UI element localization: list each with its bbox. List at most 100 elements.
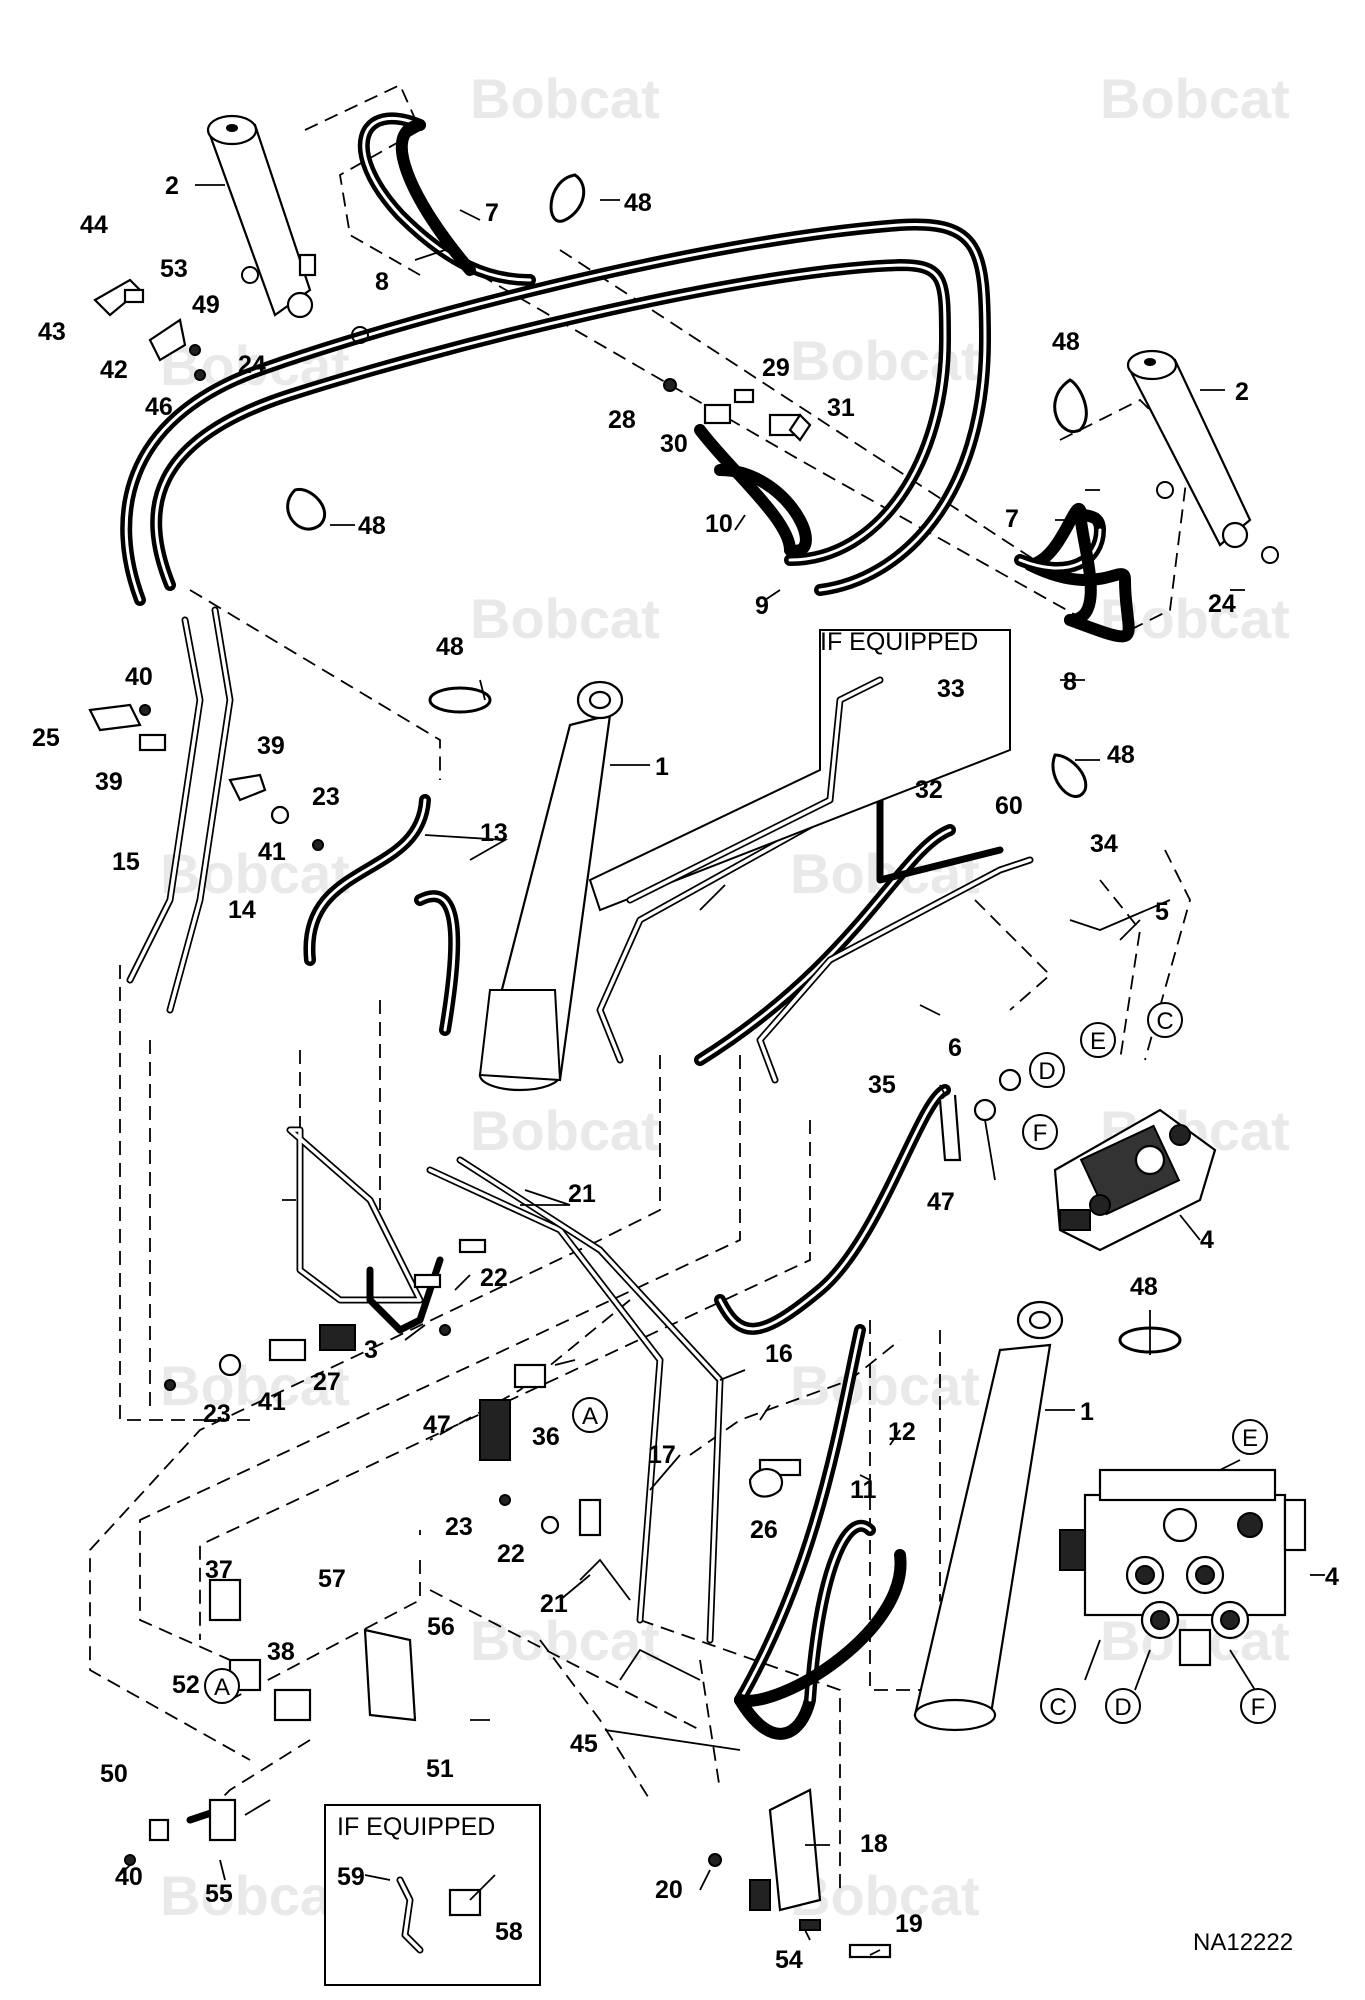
part-label: 24 (238, 351, 266, 379)
part-label: 28 (608, 406, 636, 434)
part-label: 21 (568, 1180, 596, 1208)
hardware (88, 266, 1279, 1959)
part-label: 4 (1325, 1563, 1339, 1591)
callout-F-upper: F (1022, 1114, 1058, 1150)
callout-A-upper: A (572, 1397, 608, 1433)
part-label: 10 (705, 510, 733, 538)
part-label: 60 (995, 792, 1023, 820)
cylinder-2-left (206, 114, 317, 319)
cylinder-2-right (1126, 349, 1252, 549)
part-label: 49 (192, 291, 220, 319)
if-equipped-box-bottom: IF EQUIPPED (324, 1804, 541, 1986)
watermark-text: Bobcat (790, 1864, 980, 1927)
svg-text:F: F (1251, 1694, 1266, 1721)
tubes (126, 606, 1034, 1834)
part-label: 19 (895, 1910, 923, 1938)
watermark-text: Bobcat (470, 1099, 660, 1162)
part-label: 48 (1107, 741, 1135, 769)
part-label: 18 (860, 1830, 888, 1858)
part-label: 22 (497, 1540, 525, 1568)
part-label: 1 (1080, 1398, 1094, 1426)
part-label: 40 (115, 1863, 143, 1891)
svg-text:E: E (1242, 1425, 1258, 1452)
watermark-text: Bobcat (470, 67, 660, 130)
part-label: 26 (750, 1516, 778, 1544)
if-equipped-title: IF EQUIPPED (337, 1813, 495, 1841)
hoses (120, 112, 1135, 1740)
part-label: 59 (337, 1863, 365, 1891)
part-label: 41 (258, 838, 286, 866)
tie-straps (286, 173, 1182, 1354)
part-label: 46 (145, 393, 173, 421)
watermark-text: Bobcat (470, 1609, 660, 1672)
part-label: 25 (32, 724, 60, 752)
part-label: 7 (485, 199, 499, 227)
part-label: 36 (532, 1423, 560, 1451)
part-label: 33 (937, 675, 965, 703)
callout-C-lower: C (1040, 1688, 1076, 1724)
watermark-text: Bobcat (160, 842, 350, 905)
part-label: 47 (927, 1188, 955, 1216)
part-label: 53 (160, 255, 188, 283)
watermark-text: Bobcat (160, 1864, 350, 1927)
svg-text:D: D (1038, 1058, 1055, 1085)
watermark-text: Bobcat (160, 1354, 350, 1417)
part-label: 4 (1200, 1226, 1214, 1254)
part-label: 24 (1208, 590, 1236, 618)
part-label: 14 (228, 896, 256, 924)
part-label: 48 (1052, 328, 1080, 356)
part-label: 55 (205, 1880, 233, 1908)
part-label: 58 (495, 1918, 523, 1946)
part-label: 29 (762, 354, 790, 382)
part-label: 13 (480, 819, 508, 847)
leader-lines (119, 184, 1325, 1956)
part-label: 2 (165, 172, 179, 200)
svg-text:A: A (582, 1403, 598, 1430)
part-label: 8 (375, 268, 389, 296)
part-label: 51 (426, 1755, 454, 1783)
watermark-text: Bobcat (790, 329, 980, 392)
part-label: 1 (655, 753, 669, 781)
part-label: 20 (655, 1876, 683, 1904)
part-label: 31 (827, 394, 855, 422)
svg-text:E: E (1090, 1028, 1106, 1055)
part-label: 5 (1155, 898, 1169, 926)
callout-C-upper: C (1147, 1002, 1183, 1038)
part-label: 8 (1063, 668, 1077, 696)
callout-F-lower: F (1240, 1688, 1276, 1724)
part-label: 50 (100, 1760, 128, 1788)
part-label: 27 (313, 1368, 341, 1396)
if-equipped-box-top: IF EQUIPPED (588, 628, 1011, 912)
part-label: 38 (267, 1638, 295, 1666)
part-label: 39 (95, 768, 123, 796)
part-label: 23 (312, 783, 340, 811)
part-label: 43 (38, 318, 66, 346)
watermark-text: Bobcat (790, 1354, 980, 1417)
part-label: 48 (1130, 1273, 1158, 1301)
part-label: 16 (765, 1340, 793, 1368)
part-labels: 2 2 1 1 3 4 4 5 6 7 7 8 8 9 10 11 12 13 … (32, 172, 1339, 1974)
svg-text:D: D (1114, 1694, 1131, 1721)
part-label: 30 (660, 430, 688, 458)
if-equipped-title: IF EQUIPPED (820, 628, 978, 656)
part-label: 2 (1235, 378, 1249, 406)
part-label: 47 (423, 1411, 451, 1439)
callout-E-lower: E (1232, 1419, 1268, 1455)
part-label: 17 (648, 1441, 676, 1469)
callout-D-upper: D (1029, 1052, 1065, 1088)
part-label: 35 (868, 1071, 896, 1099)
svg-text:C: C (1156, 1008, 1173, 1035)
callout-D-lower: D (1105, 1688, 1141, 1724)
svg-text:F: F (1033, 1120, 1048, 1147)
part-label: 11 (850, 1476, 877, 1504)
part-label: 34 (1090, 830, 1118, 858)
part-label: 42 (100, 356, 128, 384)
part-label: 32 (915, 776, 943, 804)
part-label: 23 (445, 1513, 473, 1541)
part-label: 57 (318, 1565, 346, 1593)
part-label: 48 (358, 512, 386, 540)
part-label: 22 (480, 1264, 508, 1292)
part-label: 37 (205, 1556, 233, 1584)
part-label: 44 (80, 211, 108, 239)
